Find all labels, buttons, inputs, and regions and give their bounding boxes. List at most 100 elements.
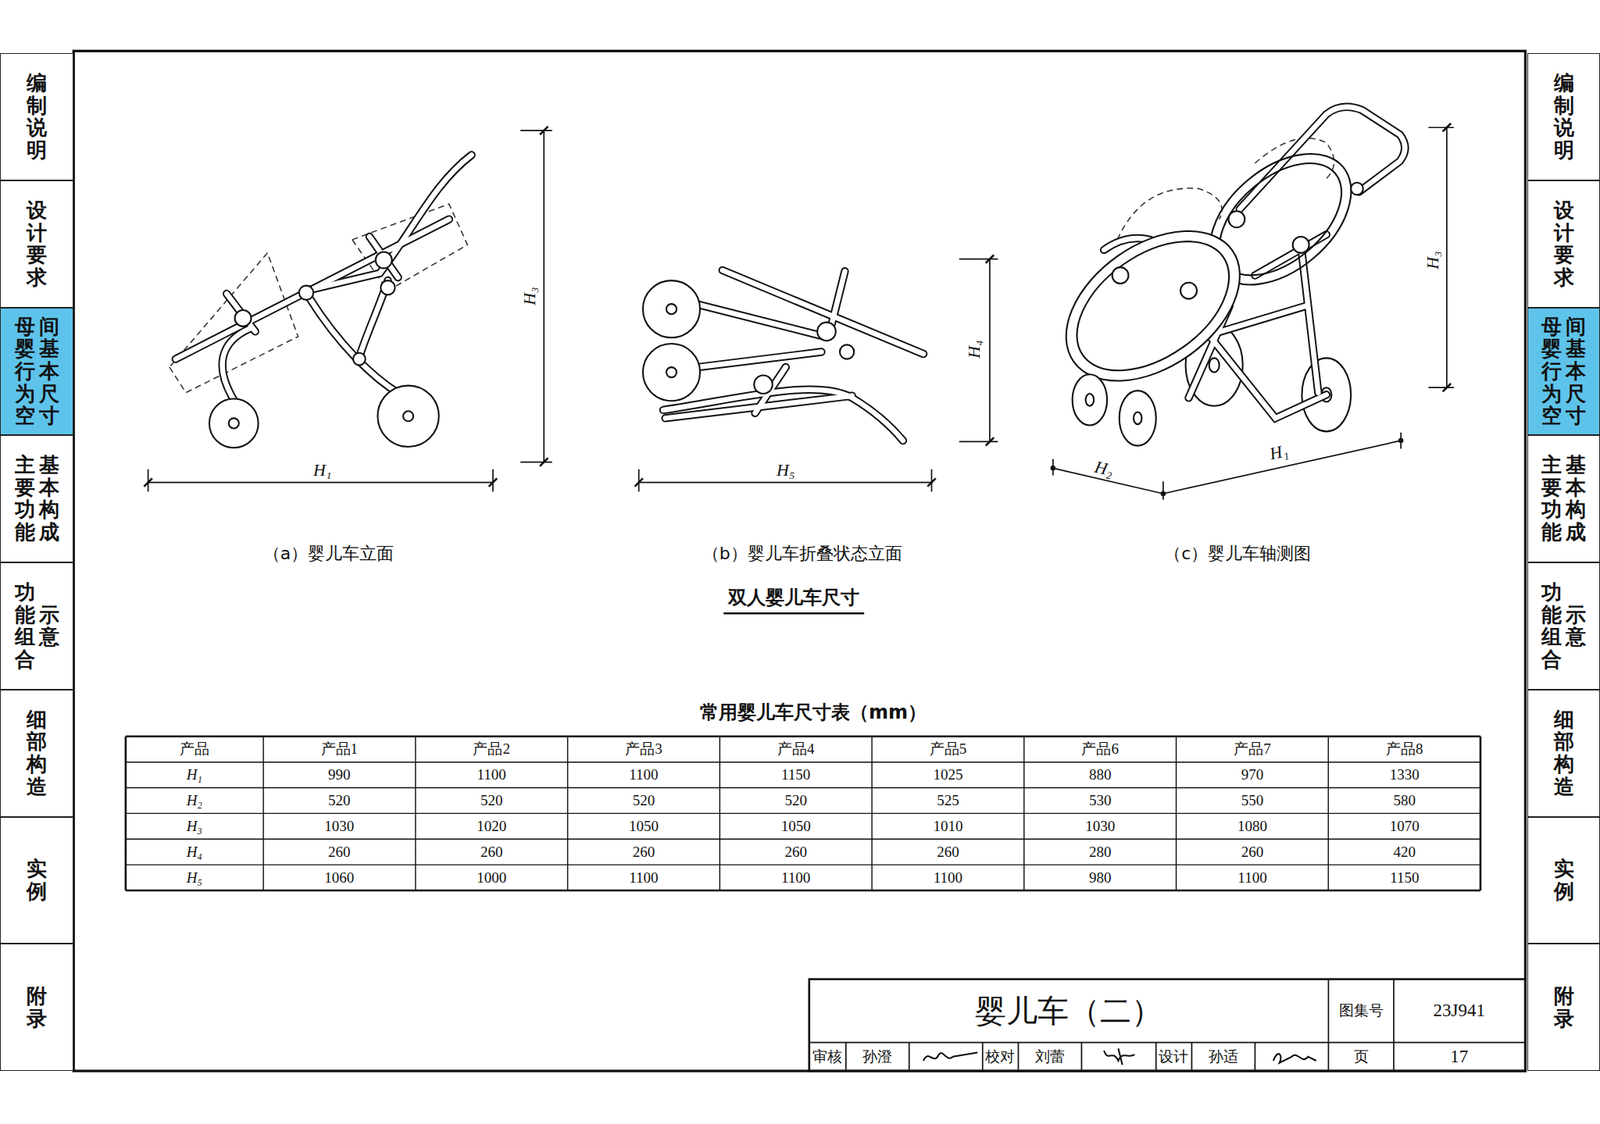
table-cell: H₅ [186,869,203,887]
table-title: 常用婴儿车尺寸表（mm） [700,700,927,725]
tab-label: 主要功能 [14,453,36,543]
tab-label: 示意 [1565,603,1586,649]
table-cell: 280 [1089,843,1112,861]
table-cell: 880 [1089,766,1112,784]
table-cell: 1020 [476,817,507,836]
table-cell: 产品8 [1385,739,1424,760]
figure-caption: （b）婴儿车折叠状态立面 [702,542,903,566]
table-cell: 1150 [781,766,811,784]
dimension-label: H₂ [1092,456,1116,481]
table-cell: 990 [328,766,351,784]
table-cell: 525 [936,792,960,810]
table-cell: 1025 [932,766,963,784]
table-cell: 1100 [628,869,658,887]
dimension-dot [1050,438,1404,497]
title-block-cell: 图集号 [1339,1000,1384,1022]
nav-tab: 设计要求 [1527,180,1600,308]
nav-tab: 细部构造 [0,689,74,818]
tab-label: 设计要求 [1553,199,1575,289]
table-cell: 520 [784,792,808,810]
table-cell: 260 [936,843,960,861]
tab-label: 功能组合 [1541,581,1562,671]
nav-tab: 附录 [0,943,74,1072]
title-block-cell: 孙适 [1208,1046,1239,1068]
table-cell: 1100 [476,766,506,784]
dimension-tick [143,123,1451,487]
tab-label: 细部构造 [1553,708,1575,798]
title-block-cell: 刘蕾 [1035,1046,1065,1068]
table-cell: 1100 [1237,869,1267,887]
tab-label: 实例 [26,857,47,903]
table-cell: 1080 [1237,817,1268,836]
nav-tab: 母婴行为空间基本尺寸 [1527,307,1600,436]
table-cell: 970 [1241,766,1265,784]
dimension-label: H₅ [776,460,796,481]
table-cell: 260 [632,843,656,861]
stroller-folded [642,270,924,441]
table-cell: 420 [1393,843,1417,861]
tab-label: 间基本尺寸 [39,315,60,428]
nav-tab: 实例 [0,817,74,945]
figure-caption: （c）婴儿车轴测图 [1164,542,1311,566]
table-cell: 1100 [933,869,963,887]
dimension-label: H₄ [964,339,985,359]
table-cell: 1050 [781,817,811,836]
table-cell: 产品 [179,739,210,760]
table-cell: 1100 [781,869,811,887]
tab-label: 实例 [1553,857,1575,903]
table-cell: 550 [1241,792,1265,810]
table-cell: H₄ [186,843,203,861]
nav-tab: 母婴行为空间基本尺寸 [0,307,74,436]
table-cell: H₃ [186,817,203,836]
nav-tab: 功能组合示意 [1527,562,1600,690]
nav-tab: 附录 [1527,943,1600,1072]
title-block-cell: 23J941 [1433,1000,1486,1022]
table-cell: 产品4 [777,739,815,760]
table-cell: 产品7 [1233,739,1272,760]
tab-label: 基本构成 [1565,453,1586,543]
table-cell: 260 [328,843,351,861]
nav-tab: 功能组合示意 [0,562,74,690]
dimension-label: H₃ [1422,250,1443,270]
table-cell: 260 [480,843,504,861]
drawing-title: 婴儿车（二） [975,989,1163,1033]
table-cell: 520 [632,792,656,810]
table-cell: 1100 [628,766,658,784]
nav-tab: 编制说明 [0,53,74,181]
table-cell: 产品5 [929,739,968,760]
title-block-cell: 设计 [1158,1046,1189,1068]
dimension-label: H₁ [1267,439,1290,465]
tab-label: 附录 [26,985,47,1030]
dimension-label: H₁ [313,460,333,481]
tab-label: 编制说明 [1553,71,1575,161]
table-cell: 产品2 [472,739,511,760]
table-cell: H₂ [186,792,203,810]
tab-label: 示意 [39,603,60,649]
nav-tab: 实例 [1527,817,1600,945]
table-cell: 1010 [932,817,963,836]
tab-label: 细部构造 [26,708,47,798]
stroller-elevation [169,154,472,448]
title-block-cell: 页 [1353,1046,1369,1068]
table-cell: 产品6 [1081,739,1119,760]
signature [923,1048,1317,1065]
sheet-frame [73,50,1525,1072]
table-cell: 1050 [628,817,659,836]
table-cell: 580 [1393,792,1417,810]
table-cell: 1030 [324,817,354,836]
table-cell: 260 [1241,843,1265,861]
tab-label: 设计要求 [26,199,47,289]
table-cell: 980 [1089,869,1112,887]
nav-tab: 编制说明 [1527,53,1600,181]
table-cell: 产品1 [321,739,359,760]
tab-label: 附录 [1553,985,1575,1030]
table-cell: 1330 [1389,766,1420,784]
table-grid [125,736,1481,891]
table-cell: 1070 [1389,817,1420,836]
dimension-line [148,127,1454,500]
figure-caption: （a）婴儿车立面 [263,542,394,566]
tab-label: 间基本尺寸 [1565,315,1586,428]
table-cell: 260 [784,843,808,861]
title-block-grid [809,979,1526,1072]
tab-label: 编制说明 [26,71,47,161]
